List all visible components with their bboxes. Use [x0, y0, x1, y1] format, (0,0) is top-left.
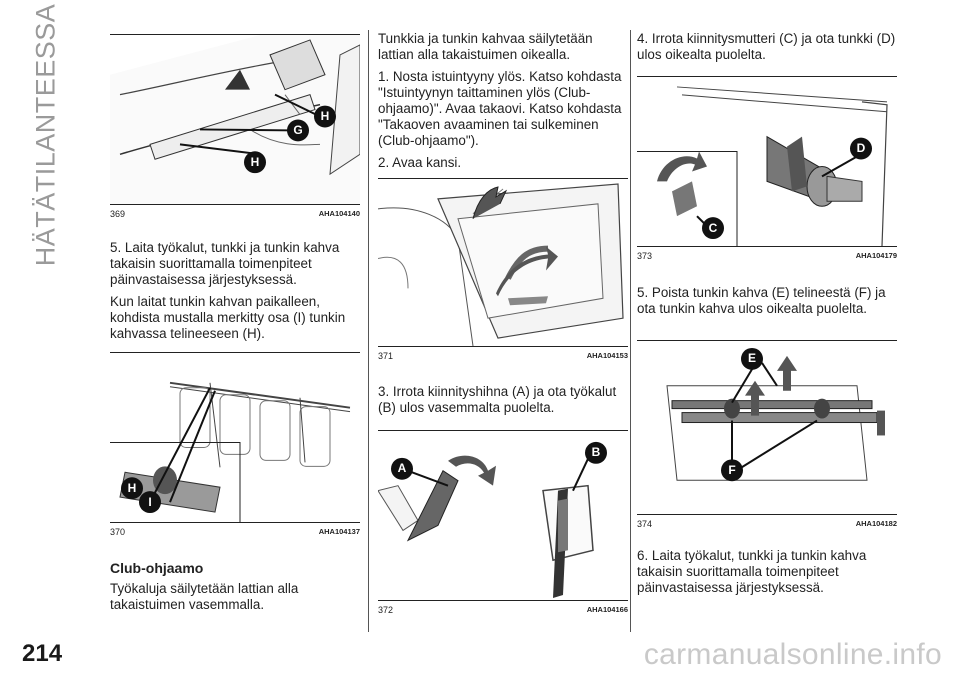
section-side-title: HÄTÄTILANTEESSA	[26, 4, 66, 267]
figure-369-caption: 369 AHA104140	[110, 204, 360, 220]
figure-number: 370	[110, 527, 126, 537]
page-number: 214	[22, 640, 63, 667]
col3-paragraph-3: 6. Laita työkalut, tunkki ja tunkin kahv…	[637, 548, 867, 595]
col2-text-top: Tunkkia ja tunkin kahvaa säilytetään lat…	[378, 31, 628, 177]
col1-paragraph-1: 5. Laita työkalut, tunkki ja tunkin kahv…	[110, 240, 340, 287]
col2-text-middle: 3. Irrota kiinnityshihna (A) ja ota työk…	[378, 384, 628, 422]
figure-code: AHA104182	[855, 519, 897, 528]
callout-a: A	[397, 461, 407, 475]
figure-number: 371	[378, 351, 394, 361]
col3-paragraph-1: 4. Irrota kiinnitysmutteri (C) ja ota tu…	[637, 31, 896, 62]
col1-paragraph-2: Kun laitat tunkin kahvan paikalleen, koh…	[110, 294, 346, 341]
figure-number: 373	[637, 251, 653, 261]
col3-text-middle: 5. Poista tunkin kahva (E) telineestä (F…	[637, 285, 897, 323]
figure-371: 371 AHA104153	[378, 178, 628, 368]
callout-i: I	[148, 495, 152, 509]
column-divider-1	[368, 30, 369, 632]
col3-text-top: 4. Irrota kiinnitysmutteri (C) ja ota tu…	[637, 31, 897, 69]
figure-374-illustration: E F	[637, 340, 897, 514]
section-heading: Club-ohjaamo	[110, 560, 204, 576]
col3-paragraph-2: 5. Poista tunkin kahva (E) telineestä (F…	[637, 285, 886, 316]
figure-code: AHA104140	[318, 209, 360, 218]
figure-number: 374	[637, 519, 653, 529]
figure-372-caption: 372 AHA104166	[378, 600, 628, 616]
column-divider-2	[630, 30, 631, 632]
figure-370-caption: 370 AHA104137	[110, 522, 360, 538]
figure-code: AHA104137	[318, 527, 360, 536]
callout-f: F	[728, 463, 736, 477]
figure-code: AHA104166	[586, 605, 628, 614]
watermark: carmanualsonline.info	[643, 638, 942, 671]
figure-372-illustration: A B	[378, 430, 628, 600]
col3-text-bottom: 6. Laita työkalut, tunkki ja tunkin kahv…	[637, 548, 897, 602]
figure-373: C D 373 AHA104179	[637, 76, 897, 266]
col1-text-bottom: Club-ohjaamo Työkaluja säilytetään latti…	[110, 560, 360, 619]
col1-paragraph-3: Työkaluja säilytetään lattian alla takai…	[110, 581, 299, 612]
figure-number: 372	[378, 605, 394, 615]
callout-h-bottom: H	[250, 155, 260, 169]
figure-369: H G H 369 AHA104140	[110, 34, 360, 224]
figure-370: H I 370 AHA104137	[110, 352, 360, 542]
col2-paragraph-1: Tunkkia ja tunkin kahvaa säilytetään lat…	[378, 31, 593, 62]
callout-g: G	[293, 123, 303, 137]
figure-code: AHA104179	[855, 251, 897, 260]
figure-373-illustration: C D	[637, 76, 897, 246]
figure-371-caption: 371 AHA104153	[378, 346, 628, 362]
col2-paragraph-3: 2. Avaa kansi.	[378, 155, 462, 170]
figure-373-caption: 373 AHA104179	[637, 246, 897, 262]
callout-e: E	[747, 351, 756, 365]
callout-h: H	[127, 481, 137, 495]
figure-number: 369	[110, 209, 126, 219]
callout-c: C	[708, 221, 718, 235]
callout-d: D	[856, 141, 866, 155]
callout-h-top: H	[320, 109, 330, 123]
figure-374: E F 374 AHA104182	[637, 340, 897, 530]
figure-code: AHA104153	[586, 351, 628, 360]
figure-370-illustration: H I	[110, 352, 360, 522]
figure-374-caption: 374 AHA104182	[637, 514, 897, 530]
col1-text-top: 5. Laita työkalut, tunkki ja tunkin kahv…	[110, 240, 360, 348]
col2-paragraph-4: 3. Irrota kiinnityshihna (A) ja ota työk…	[378, 384, 617, 415]
figure-369-illustration: H G H	[110, 34, 360, 204]
col2-paragraph-2: 1. Nosta istuintyyny ylös. Katso kohdast…	[378, 69, 622, 148]
figure-371-illustration	[378, 178, 628, 346]
figure-372: A B 372 AHA104166	[378, 430, 628, 620]
callout-b: B	[591, 445, 601, 459]
side-title-text: HÄTÄTILANTEESSA	[30, 3, 61, 267]
